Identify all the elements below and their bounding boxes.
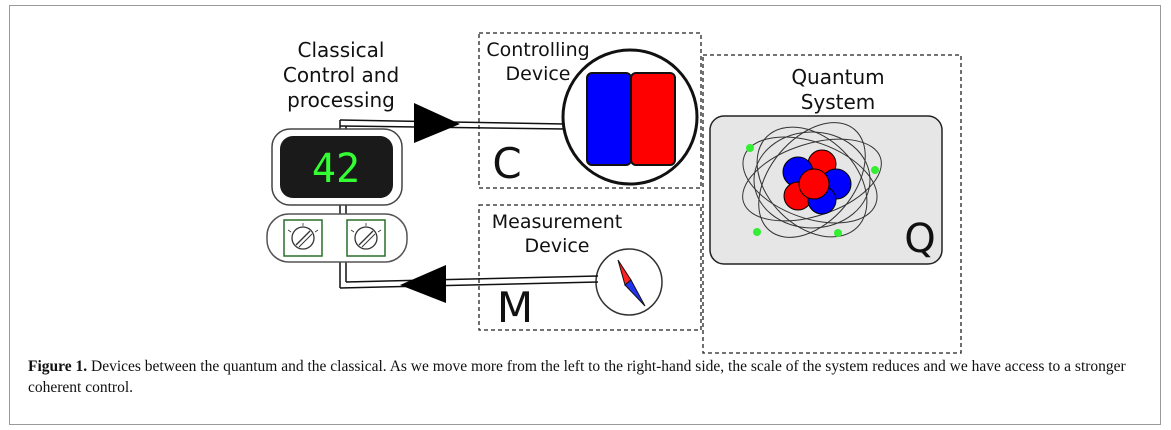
caption-text: Devices between the quantum and the clas… [28, 358, 1126, 396]
knob-icon [346, 219, 386, 257]
electron [834, 229, 842, 237]
figure-caption: Figure 1. Devices between the quantum an… [28, 356, 1143, 398]
classical-label-line-1: Classical [298, 38, 385, 62]
measurement-channel-letter: M [497, 283, 533, 332]
quantum-label-line-1: Quantum [791, 65, 884, 89]
compass-icon [595, 248, 663, 316]
measurement-label-line-1: Measurement [492, 211, 622, 233]
classical-label-line-2: Control and [283, 63, 399, 87]
controlling-channel-letter: C [492, 139, 521, 188]
electron [871, 166, 879, 174]
arrow-right-icon [414, 103, 460, 143]
nucleus [782, 149, 852, 215]
knob-panel [266, 213, 408, 263]
measurement-label-line-2: Device [525, 235, 590, 257]
atom-icon [709, 115, 943, 265]
arrow-left-icon [400, 265, 446, 303]
controlling-label-line-1: Controlling [486, 39, 589, 61]
quantum-system-box [702, 54, 962, 354]
quantum-label-line-2: System [801, 90, 876, 114]
classical-label-line-3: processing [287, 88, 395, 112]
quantum-letter: Q [904, 216, 935, 262]
figure-label: Figure 1. [28, 358, 88, 375]
measurement-channel-wire [339, 265, 599, 303]
electron [753, 228, 761, 236]
knob-icon [283, 219, 323, 257]
measurement-device-box [478, 204, 702, 331]
magnet-icon [561, 48, 699, 186]
controlling-label-line-2: Device [506, 63, 571, 85]
display-unit: 42 [271, 128, 403, 206]
electron [746, 144, 754, 152]
display-readout: 42 [312, 146, 360, 192]
